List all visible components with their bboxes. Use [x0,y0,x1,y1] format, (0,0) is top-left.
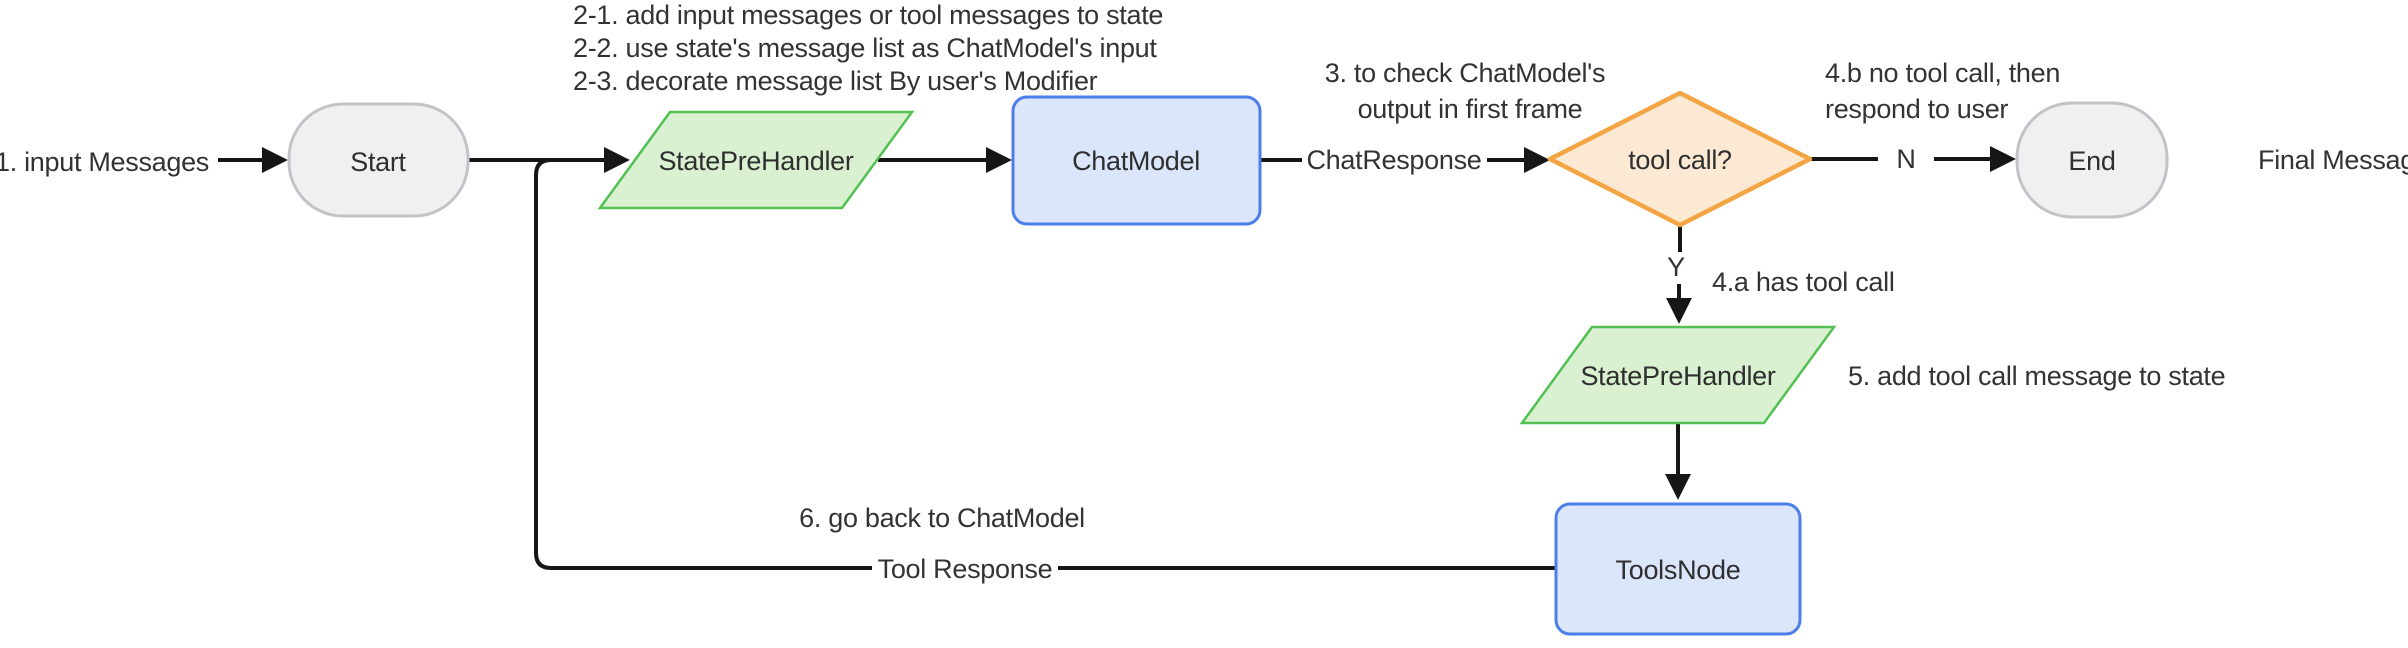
tool-call-decision-label: tool call? [1628,145,1732,175]
annotation-step6: 6. go back to ChatModel [799,503,1085,533]
annotation-step4a: 4.a has tool call [1712,267,1895,297]
chat-response-edge-label: ChatResponse [1306,145,1481,175]
annotation-step2-line2: 2-2. use state's message list as ChatMod… [573,33,1157,63]
chat-model-shape [1011,95,1262,226]
annotation-step4b-line2: respond to user [1825,94,2008,124]
start-label: Start [350,147,406,177]
annotation-step1: 1. input Messages [0,147,209,177]
annotation-step5: 5. add tool call message to state [1848,361,2225,391]
state-pre-handler-top-label: StatePreHandler [658,146,853,176]
annotation-step2-line1: 2-1. add input messages or tool messages… [573,0,1163,30]
node-tools-node: ToolsNode [1554,502,1802,636]
edge-decision-to-prehandler-yes [1666,225,1692,324]
tools-node-shape [1554,502,1802,636]
annotation-final-message: Final Message [2258,145,2408,175]
parallelogram-shape [597,110,915,210]
edge-toolsnode-loopback [534,158,1556,570]
node-start: Start [287,102,470,218]
no-branch-edge-label: N [1896,144,1915,174]
annotation-step3-line1: 3. to check ChatModel's [1325,58,1605,88]
annotations: 1. input Messages 2-1. add input message… [0,0,2408,533]
parallelogram-shape [1519,325,1837,425]
end-label: End [2068,146,2115,176]
annotation-step2-line3: 2-3. decorate message list By user's Mod… [573,66,1098,96]
annotation-step4b-line1: 4.b no tool call, then [1825,58,2060,88]
node-chat-model: ChatModel [1011,95,1262,226]
state-pre-handler-bottom-label: StatePreHandler [1580,361,1775,391]
start-shape [287,102,470,218]
end-shape [2015,101,2169,219]
node-state-pre-handler-bottom: StatePreHandler [1519,325,1837,425]
annotation-step2-block: 2-1. add input messages or tool messages… [573,0,1163,96]
node-tool-call-decision: tool call? [1547,90,1813,228]
node-end: End [2015,101,2169,219]
annotation-step4b-block: 4.b no tool call, then respond to user [1825,58,2060,124]
tool-response-edge-label: Tool Response [878,554,1053,584]
nodes: Start StatePreHandler ChatModel tool cal… [287,90,2169,636]
yes-branch-edge-label: Y [1667,252,1685,282]
chat-model-label: ChatModel [1072,146,1200,176]
tools-node-label: ToolsNode [1616,555,1741,585]
annotation-step3-line2: output in first frame [1358,94,1583,124]
decision-diamond-shape [1547,90,1813,228]
edge-segment [534,158,872,570]
edges [218,146,2016,570]
node-state-pre-handler-top: StatePreHandler [597,110,915,210]
edge-labels: ChatResponse N Y Tool Response [878,144,1916,584]
annotation-step3-block: 3. to check ChatModel's output in first … [1325,58,1606,124]
